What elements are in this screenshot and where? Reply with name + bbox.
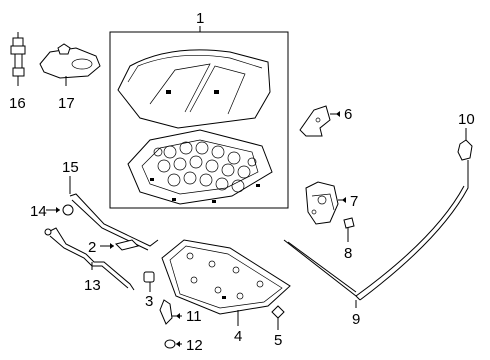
hood-vent-left: [166, 90, 171, 94]
part-16-bumper: [10, 32, 26, 86]
hood-bulge-right: [189, 65, 246, 115]
arrow-7: [342, 197, 346, 203]
insulator-outline: [141, 139, 259, 195]
callout-9: 9: [352, 311, 360, 328]
callout-2: 2: [88, 239, 96, 256]
part-3-grommet: [143, 271, 155, 292]
callout-14: 14: [30, 203, 47, 220]
part-14-clip: [52, 204, 74, 216]
callout-4: 4: [234, 328, 242, 345]
hood-inner-panel: [127, 129, 273, 205]
callout-16: 16: [9, 95, 26, 112]
arrow-11: [176, 313, 180, 319]
hood-edge-line: [127, 55, 263, 83]
callout-10: 10: [458, 111, 475, 128]
callout-8: 8: [344, 245, 352, 262]
part-6-bracket: [299, 105, 340, 137]
callout-3: 3: [145, 293, 153, 310]
part-11-nozzle: [159, 299, 182, 325]
insulator-clips: [153, 141, 257, 193]
callout-1: 1: [196, 10, 204, 27]
part-10-handle: [457, 128, 473, 161]
part-17-bracket: [39, 43, 101, 86]
hood-vent-right: [214, 90, 219, 94]
inner-mark-c: [150, 178, 154, 181]
callout-7: 7: [350, 193, 358, 210]
callout-11: 11: [186, 308, 202, 325]
arrow-6: [336, 111, 340, 117]
part-13-hose: [44, 227, 135, 291]
hood-bulge-left: [149, 63, 211, 113]
part-4-insulator: [161, 239, 291, 326]
part-7-latch: [305, 181, 346, 225]
callout-12: 12: [186, 337, 203, 354]
callout-13: 13: [84, 277, 101, 294]
callout-17: 17: [58, 95, 75, 112]
callout-15: 15: [62, 159, 79, 176]
callout-5: 5: [274, 332, 282, 349]
part-2-holder: [104, 239, 139, 251]
inner-mark-a: [172, 198, 176, 201]
inner-mark-b: [212, 200, 216, 203]
arrow-12: [176, 341, 180, 347]
part-8-bolt: [343, 217, 355, 242]
part-9-cable: [283, 160, 469, 308]
hood-outer-panel: [117, 49, 271, 129]
callout-6: 6: [344, 106, 352, 123]
part-5-clip: [271, 305, 285, 330]
hood-frame: [109, 31, 289, 209]
arrow-14: [56, 207, 60, 213]
inner-mark-d: [256, 184, 260, 187]
arrow-2: [110, 243, 114, 249]
hood-assembly: [109, 26, 289, 209]
